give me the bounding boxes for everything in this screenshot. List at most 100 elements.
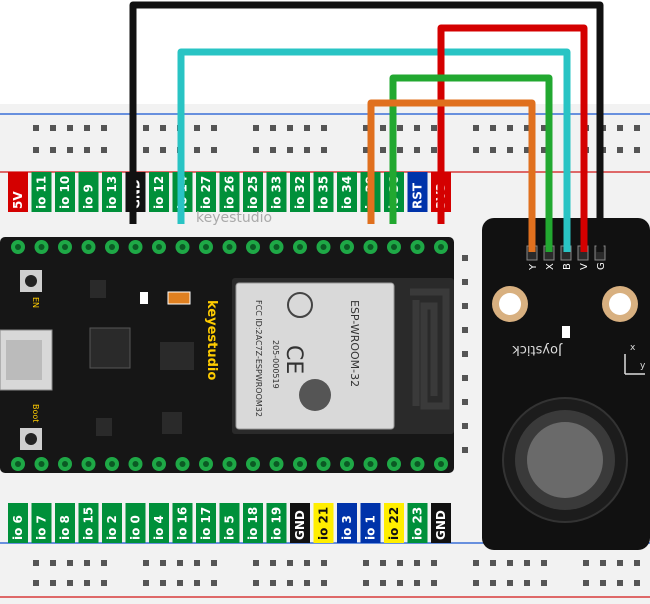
breadboard-hole [462,399,468,405]
pin-label-bg [219,172,240,212]
header-pin-hole [15,461,21,467]
breadboard-hole [304,560,310,566]
pin-label: io 3 [340,515,354,540]
header-pin-hole [38,461,45,467]
pin-label-bg [407,172,428,212]
pin-label-bg [384,503,404,543]
pin-label: io 32 [293,176,307,209]
breadboard-hole [194,580,200,586]
pin-label: io 15 [82,507,96,540]
pin-label-bg [31,172,52,212]
header-pin-hole [367,244,374,250]
pin-label-bg [407,503,428,543]
resistor-array [162,412,182,434]
breadboard-hole [33,125,39,131]
breadboard-hole [33,580,39,586]
header-pin-hole [132,244,139,250]
breadboard-hole [507,560,513,566]
breadboard-hole [33,560,39,566]
breadboard-hole [287,580,293,586]
pin-label: io 19 [270,507,284,540]
header-pin-hole [109,244,115,250]
breadboard-hole [304,125,310,131]
pin-label-bg [337,172,357,212]
pin-label-bg [55,503,75,543]
breadboard-hole [634,560,640,566]
breadboard-hole [380,147,386,153]
header-pin-hole [414,244,421,250]
breadboard-hole [84,147,90,153]
usb-uart-chip [89,327,131,369]
breadboard-hole [50,580,56,586]
breadboard-hole [363,147,369,153]
breadboard-hole [490,125,496,131]
pin-label-bg [102,172,122,212]
breadboard-hole [211,147,217,153]
breadboard-hole [397,147,403,153]
header-pin-hole [156,244,162,250]
header-pin-hole [109,461,115,467]
pin-label-bg [149,503,169,543]
breadboard-hole [380,125,386,131]
breadboard-hole [524,147,530,153]
breadboard-hole [541,560,547,566]
esp32-board: keyestudio EN Boot keyestudio CE ESP [0,210,454,473]
joystick-pin-label: B [562,263,573,270]
breadboard-hole [321,147,327,153]
breadboard-hole [143,125,149,131]
header-pins-bottom [11,457,448,471]
breadboard-hole [462,327,468,333]
pin-label: io 5 [223,515,237,540]
pin-label: 5V [11,191,25,209]
breadboard-hole [414,580,420,586]
breadboard-hole [101,147,107,153]
breadboard-hole [462,255,468,261]
pin-label: io 16 [176,507,190,540]
pin-label: io 10 [58,176,72,209]
breadboard-hole [462,351,468,357]
breadboard-hole [211,125,217,131]
pin-label-bg [125,503,146,543]
fuse [167,291,191,305]
pin-label: io 0 [129,515,143,540]
breadboard-hole [211,560,217,566]
breadboard-hole [143,147,149,153]
mount-hole-right-inner [609,293,631,315]
antenna-trace [410,288,450,410]
pin-label-bg [243,172,263,212]
pin-label: io 13 [105,176,119,209]
x-wire [389,74,553,252]
wifi-icon [287,292,313,318]
pin-label: io 21 [317,507,331,540]
pin-label-bg [149,172,169,212]
boot-label: Boot [31,404,40,422]
header-pin-hole [297,461,303,467]
pin-label: io 1 [364,515,378,540]
joystick-knob [527,422,603,498]
breadboard-hole [194,560,200,566]
breadboard-hole [101,580,107,586]
breadboard-hole [541,147,547,153]
header-pin-hole [344,244,350,250]
breadboard-hole [194,125,200,131]
breadboard-hole [304,580,310,586]
regulator-small [90,280,106,298]
pin-label: io 11 [35,176,49,209]
pin-label: io 22 [387,507,401,540]
breadboard-hole [617,125,623,131]
breadboard-hole [67,580,73,586]
pin-label: io 12 [152,176,166,209]
breadboard-hole [380,580,386,586]
pin-label: io 26 [223,176,237,209]
pin-label: io 7 [35,515,49,540]
header-pin-hole [367,461,374,467]
header-pin-hole [320,244,327,250]
breadboard-hole [600,560,606,566]
breadboard-hole [507,580,513,586]
breadboard-hole [490,580,496,586]
breadboard-hole [397,560,403,566]
breadboard-hole [462,423,468,429]
breadboard-hole [177,560,183,566]
